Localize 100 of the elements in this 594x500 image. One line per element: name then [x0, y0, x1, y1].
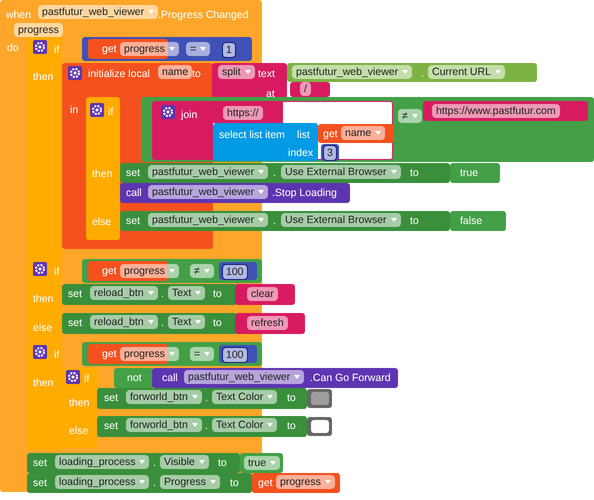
number-block — [219, 345, 257, 363]
block-label: . — [161, 287, 164, 301]
block-label: to — [287, 419, 296, 433]
block-label: set — [126, 166, 140, 180]
text-block — [235, 313, 305, 334]
block-label: to — [192, 67, 201, 81]
dropdown: progress — [120, 347, 179, 361]
dropdown: Text Color — [212, 390, 278, 404]
string-value: clear — [247, 287, 278, 301]
block-label: get — [102, 42, 117, 56]
block-label: to — [213, 287, 222, 301]
dropdown: ≠ — [398, 109, 422, 123]
dropdown: Current URL — [428, 65, 505, 79]
block-label: . — [273, 214, 276, 228]
variable-name: name — [158, 65, 192, 79]
block-label: index — [288, 146, 314, 160]
dropdown: ≠ — [190, 264, 214, 278]
if-block — [27, 259, 62, 341]
block-label: to — [287, 391, 296, 405]
dropdown: pastfutur_web_viewer — [38, 5, 158, 19]
variable-block — [252, 473, 340, 493]
call-block — [120, 183, 350, 203]
block-label: then — [92, 167, 112, 181]
block-label: join — [181, 108, 198, 122]
block-label: . — [161, 316, 164, 330]
dropdown: Text — [168, 286, 206, 300]
logic-block — [450, 211, 506, 231]
dropdown: loading_process — [55, 455, 150, 469]
block-label: to — [410, 214, 419, 228]
block-label: at — [266, 87, 275, 101]
block-label: get — [323, 127, 338, 141]
block-label: false — [460, 214, 482, 228]
block-label: . — [153, 476, 156, 490]
block-label: in — [70, 103, 78, 117]
block-label: set — [33, 476, 48, 490]
dropdown: pastfutur_web_viewer — [148, 185, 268, 199]
logic-block — [141, 97, 594, 162]
dropdown: Progress — [160, 475, 220, 489]
block-label: else — [69, 424, 88, 438]
color-block — [307, 389, 332, 408]
compare-block — [82, 37, 252, 61]
block-label: then — [69, 396, 90, 410]
block-label: if — [54, 265, 60, 279]
block-label: true — [460, 166, 478, 180]
number-value: 1 — [222, 42, 236, 58]
text-block — [235, 284, 295, 305]
block-label: not — [127, 371, 142, 385]
number-block — [219, 262, 257, 280]
dropdown: Text Color — [212, 418, 278, 432]
block-label: . — [153, 456, 156, 470]
call-block — [152, 368, 398, 388]
color-block — [307, 417, 332, 436]
block-label: set — [33, 456, 48, 470]
dropdown: pastfutur_web_viewer — [148, 165, 268, 179]
dropdown: forworld_btn — [126, 390, 202, 404]
block-label: to — [213, 316, 222, 330]
string-value: https://www.pastfutur.com — [432, 104, 560, 118]
setter-block — [27, 473, 252, 493]
string-value: https:// — [223, 106, 263, 120]
dropdown: progress — [120, 264, 179, 278]
logic-block — [450, 163, 500, 183]
block-label: to — [218, 456, 227, 470]
setter-block — [120, 211, 450, 231]
block-label: .Stop Loading — [272, 186, 337, 200]
dropdown: pastfutur_web_viewer — [292, 65, 412, 79]
block-label: call — [126, 186, 142, 200]
block-label: set — [104, 419, 118, 433]
list-block — [213, 123, 318, 161]
block-label: then — [33, 376, 54, 390]
block-label: call — [162, 371, 178, 385]
text-block — [152, 101, 393, 160]
dropdown: = — [190, 347, 214, 361]
logic-block — [114, 368, 154, 388]
block-label: . — [421, 67, 424, 81]
block-label: set — [126, 214, 140, 228]
setter-block — [97, 388, 307, 409]
dropdown: pastfutur_web_viewer — [148, 213, 268, 227]
block-label: if — [84, 372, 90, 386]
block-label: text — [258, 67, 275, 81]
block-label: . — [205, 419, 208, 433]
dropdown: Visible — [160, 455, 209, 469]
setter-block — [62, 313, 237, 334]
block-label: initialize local — [88, 67, 150, 81]
dropdown: pastfutur_web_viewer — [184, 370, 304, 384]
if-block — [86, 97, 120, 240]
block-label: get — [258, 476, 273, 490]
number-value: 100 — [222, 347, 248, 363]
block-label: set — [68, 287, 82, 301]
if-block — [27, 342, 62, 450]
block-label: .Can Go Forward — [310, 371, 391, 385]
block-label: if — [54, 348, 60, 362]
setter-block — [97, 416, 307, 437]
block-label: list — [297, 128, 310, 142]
dropdown: Use External Browser — [281, 213, 401, 227]
block-label: then — [33, 292, 54, 306]
setter-block — [27, 453, 240, 473]
text-block — [423, 101, 588, 121]
dropdown: forworld_btn — [126, 418, 202, 432]
dropdown: reload_btn — [90, 286, 158, 300]
number-value: 100 — [222, 264, 248, 280]
